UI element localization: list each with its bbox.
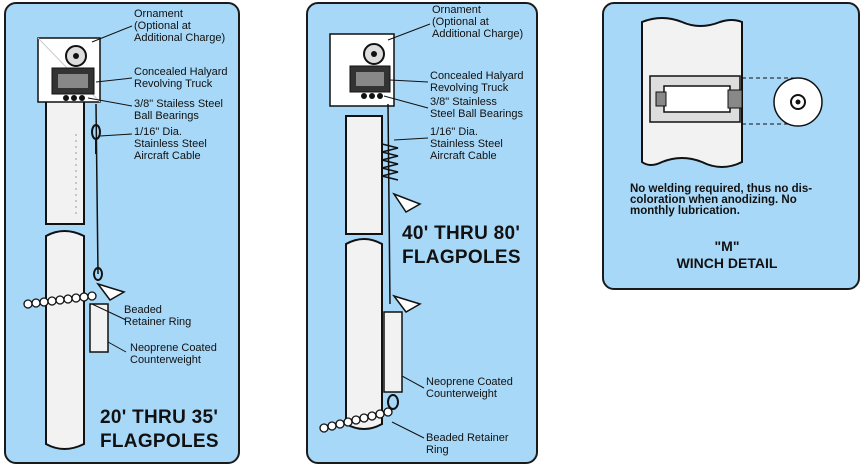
label-ball-bearings: 3/8" Stainless Steel Ball Bearings [430,96,523,120]
flagpole-20-35-drawing [23,25,133,450]
panel-40-80-flagpoles: Ornament (Optional at Additional Charge)… [306,2,538,464]
panel-20-35-flagpoles: Ornament (Optional at Additional Charge)… [4,2,240,464]
label-ball-bearings: 3/8" Stailess Steel Ball Bearings [134,98,223,122]
label-retainer-ring: Beaded Retainer Ring [124,304,192,328]
label-ornament: Ornament (Optional at Additional Charge) [134,8,226,44]
flagpole-40-80-drawing [319,23,431,439]
label-counterweight: Neoprene Coated Counterweight [130,342,217,366]
label-ornament: Ornament (Optional at Additional Charge) [432,4,524,40]
label-revolving-truck: Concealed Halyard Revolving Truck [134,66,228,90]
winch-note: No welding required, thus no dis- colora… [630,183,813,217]
label-aircraft-cable: 1/16" Dia. Stainless Steel Aircraft Cabl… [430,126,503,162]
label-aircraft-cable: 1/16" Dia. Stainless Steel Aircraft Cabl… [134,126,207,162]
panel-title: 20' THRU 35' FLAGPOLES [100,407,219,452]
label-retainer-ring: Beaded Retainer Ring [426,432,509,456]
label-revolving-truck: Concealed Halyard Revolving Truck [430,70,524,94]
panel-winch-detail: No welding required, thus no dis- colora… [602,2,860,290]
panel-title: 40' THRU 80' FLAGPOLES [402,223,521,268]
winch-detail-title: "M" WINCH DETAIL [676,238,778,271]
label-counterweight: Neoprene Coated Counterweight [426,376,513,400]
winch-detail-drawing [641,17,823,168]
